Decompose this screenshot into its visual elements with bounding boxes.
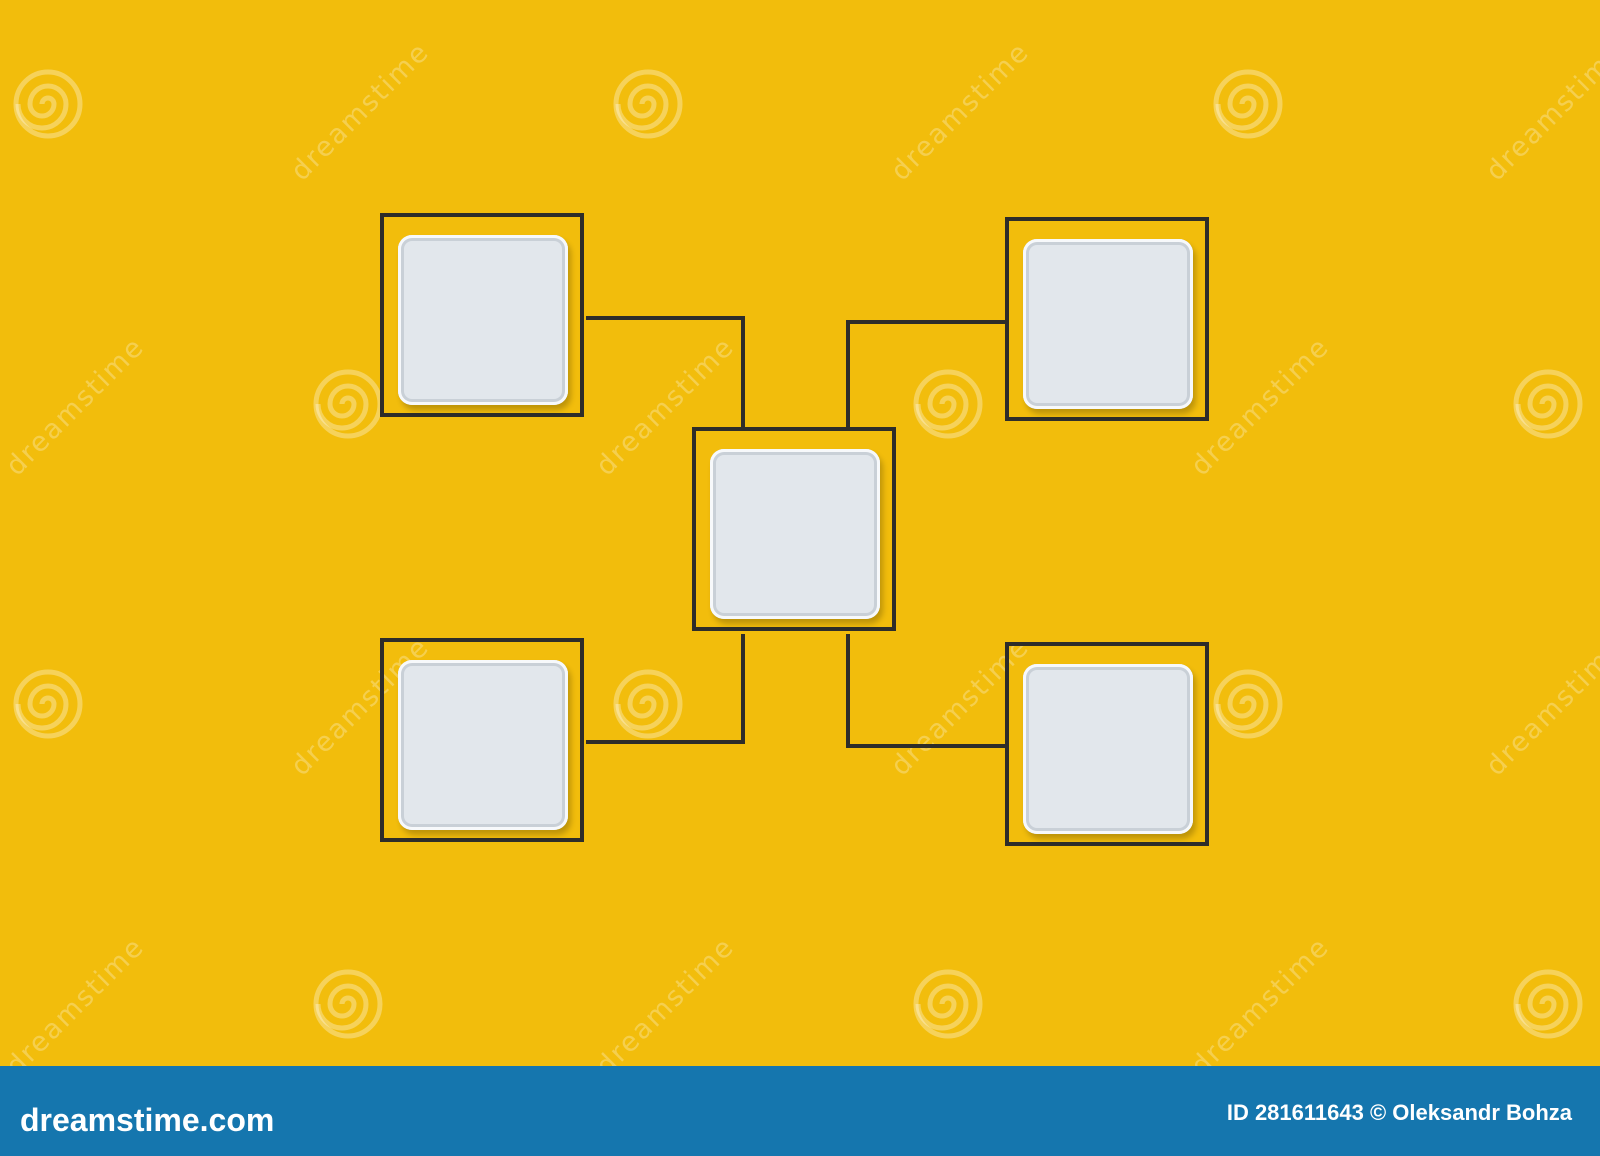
node-center — [692, 427, 896, 631]
node-top-left — [380, 213, 584, 417]
blank-tile — [1023, 239, 1193, 409]
connector-center-bottom-left — [586, 634, 745, 744]
node-bottom-right — [1005, 642, 1209, 846]
blank-tile — [398, 660, 568, 830]
watermark-swirl-icon — [612, 668, 684, 740]
connector-center-top-left — [586, 316, 745, 428]
watermark-swirl-icon — [12, 68, 84, 140]
watermark-swirl-icon — [612, 68, 684, 140]
blank-tile — [1023, 664, 1193, 834]
image-credit: ID 281611643 © Oleksandr Bohza — [1226, 1100, 1572, 1125]
watermark-swirl-icon — [1212, 68, 1284, 140]
watermark-swirl-icon — [912, 968, 984, 1040]
watermark-swirl-icon — [1512, 968, 1584, 1040]
footer-bar: dreamstime.com ID 281611643 © Oleksandr … — [0, 1066, 1600, 1156]
blank-tile — [398, 235, 568, 405]
watermark-swirl-icon — [312, 968, 384, 1040]
connector-center-top-right — [846, 320, 1007, 428]
watermark-swirl-icon — [912, 368, 984, 440]
site-name: dreamstime.com — [20, 1102, 275, 1138]
watermark-swirl-icon — [1212, 668, 1284, 740]
node-bottom-left — [380, 638, 584, 842]
watermark-swirl-icon — [12, 668, 84, 740]
node-top-right — [1005, 217, 1209, 421]
connector-lines — [586, 316, 1007, 748]
watermark-swirl-icon — [1512, 368, 1584, 440]
blank-tile — [710, 449, 880, 619]
connector-center-bottom-right — [846, 634, 1007, 748]
